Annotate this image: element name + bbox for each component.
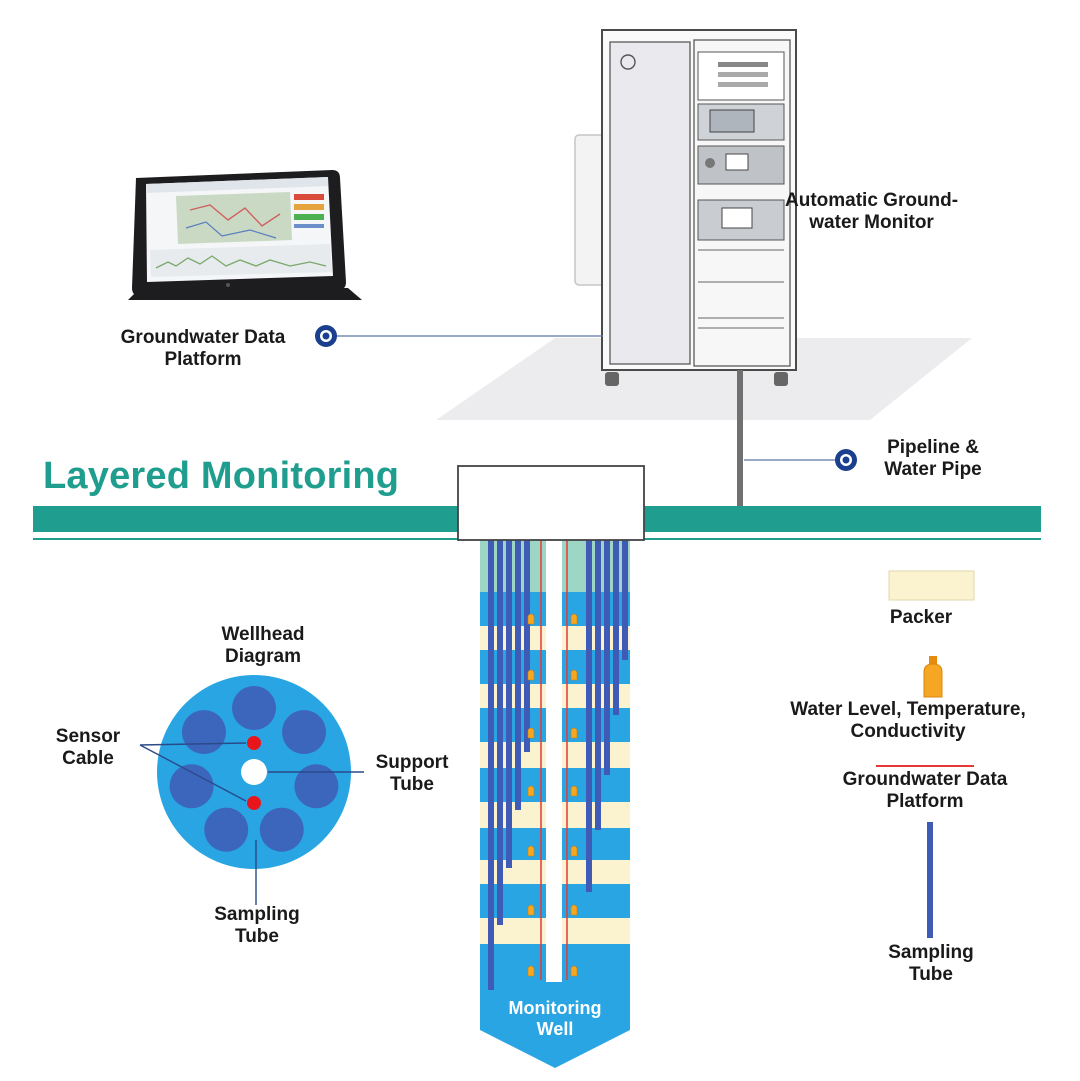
well-sensor (527, 785, 535, 797)
sensor-legend-label: Water Level, Temperature,Conductivity (790, 699, 1026, 742)
well-sampling-tube (506, 540, 512, 868)
well-sensor (527, 727, 535, 739)
sensor-cable-pointer (139, 744, 247, 802)
wellhead-box (457, 465, 645, 541)
pipeline-callout-dot (835, 449, 857, 471)
pipeline-label: Pipeline &Water Pipe (884, 437, 982, 480)
well-sampling-tube (622, 540, 628, 660)
monitoring-well (480, 540, 630, 1068)
wellhead-sampling-tube (204, 807, 249, 852)
wellhead-sampling-tube (282, 710, 327, 755)
well-sensor (570, 669, 578, 681)
wellhead-sampling-tube (294, 764, 339, 809)
well-sampling-tube (595, 540, 601, 830)
well-sampling-tube (515, 540, 521, 810)
well-sensor (570, 785, 578, 797)
well-sampling-tube (586, 540, 592, 892)
well-bottom (480, 995, 630, 1068)
well-sensor (570, 904, 578, 916)
well-sensor (527, 965, 535, 977)
wellhead-sampling-tube (259, 807, 304, 852)
sensor-cable-pointer (139, 742, 247, 746)
page-title: Layered Monitoring (43, 455, 400, 497)
well-sampling-tube (604, 540, 610, 775)
wellhead-diagram (139, 675, 364, 905)
tube-legend-bar (927, 822, 933, 938)
well-sampling-tube (613, 540, 619, 715)
monitor-cabinet (574, 29, 797, 386)
well-sampling-tube (497, 540, 503, 925)
wellhead-sampling-tube (169, 764, 214, 809)
well-support-tube (546, 540, 562, 982)
well-sensor (527, 613, 535, 625)
well-sensor (570, 965, 578, 977)
packer-legend-swatch (888, 570, 975, 601)
well-sensor (527, 904, 535, 916)
well-sampling-tube (488, 540, 494, 990)
well-sensor (527, 669, 535, 681)
sensor-legend-icon (923, 656, 943, 698)
sensor-cable-dot (247, 736, 261, 750)
monitor-label: Automatic Ground-water Monitor (785, 190, 959, 233)
packer-legend-label: Packer (889, 607, 953, 628)
wellhead-sampling-tube (232, 686, 276, 730)
well-sensor (570, 845, 578, 857)
well-sensor (570, 613, 578, 625)
sensor-cable-dot (247, 796, 261, 810)
wellhead-sampling-tube (181, 710, 226, 755)
well-sensor (527, 845, 535, 857)
floor-shadow (436, 338, 972, 420)
well-sampling-tube (524, 540, 530, 752)
support-tube-hole (241, 759, 267, 785)
well-sensor (570, 727, 578, 739)
tablet-icon (128, 170, 362, 300)
platform-callout-dot (315, 325, 337, 347)
